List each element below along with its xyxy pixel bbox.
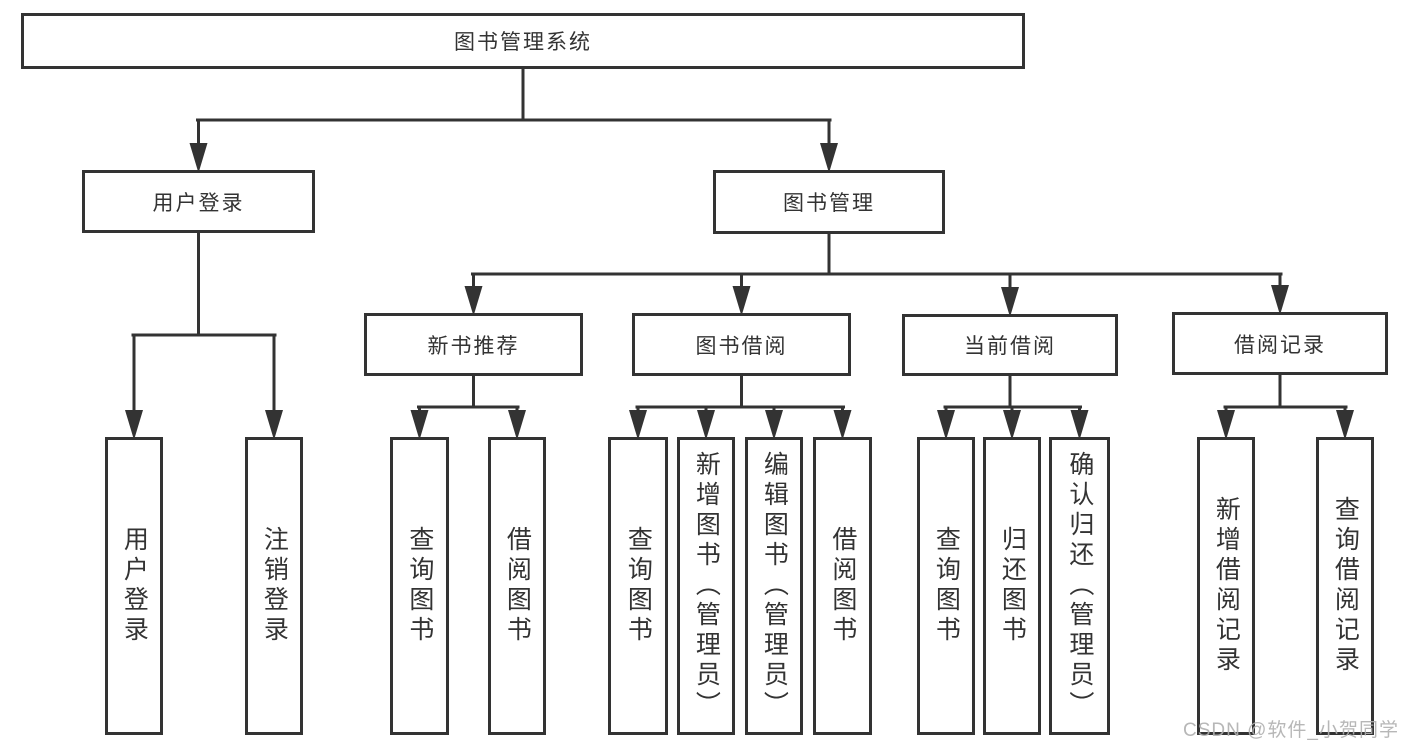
node-borrowing-records: 借阅记录 [1172,312,1388,375]
leaf-query-borrow-record: 查询借阅记录 [1316,437,1374,735]
leaf-user-login: 用户登录 [105,437,163,735]
leaf-borrow-books: 借阅图书 [813,437,872,735]
leaf-query-books: 查询图书 [608,437,668,735]
node-book-management: 图书管理 [713,170,945,234]
leaf-query-books: 查询图书 [917,437,975,735]
leaf-query-books: 查询图书 [390,437,449,735]
leaf-logout: 注销登录 [245,437,303,735]
leaf-borrow-books: 借阅图书 [488,437,546,735]
leaf-return-books: 归还图书 [983,437,1041,735]
node-book-borrowing: 图书借阅 [632,313,851,376]
node-library-management-system: 图书管理系统 [21,13,1025,69]
node-current-borrowing: 当前借阅 [902,314,1118,376]
leaf-edit-books-admin: 编辑图书（管理员） [745,437,803,735]
leaf-add-books-admin: 新增图书（管理员） [677,437,735,735]
csdn-watermark: CSDN @软件_小贺同学 [1183,720,1399,741]
leaf-confirm-return-admin: 确认归还（管理员） [1049,437,1110,735]
node-user-login: 用户登录 [82,170,315,233]
node-new-book-recommendation: 新书推荐 [364,313,583,376]
leaf-add-borrow-record: 新增借阅记录 [1197,437,1255,735]
